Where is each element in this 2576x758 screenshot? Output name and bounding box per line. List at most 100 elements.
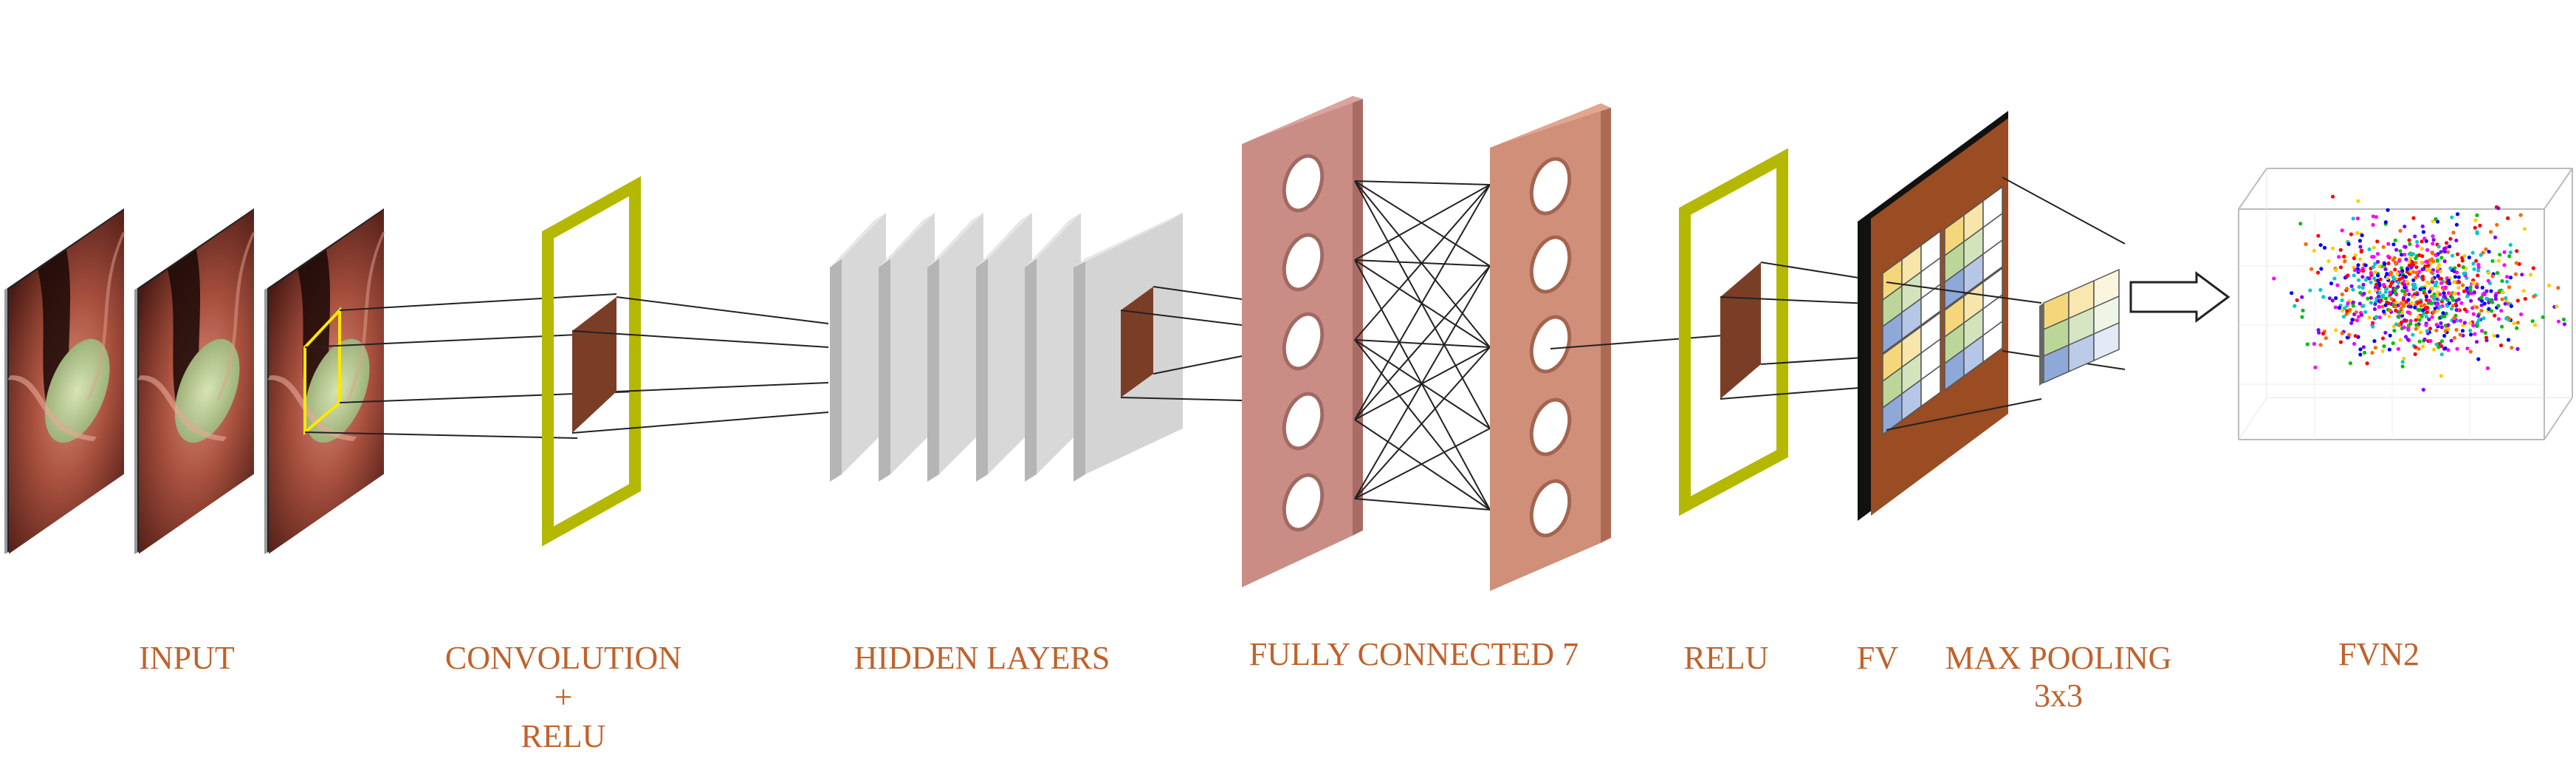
scatter-point [2369, 301, 2374, 305]
scatter-point [2385, 276, 2390, 280]
scatter-point [2424, 294, 2429, 299]
scatter-point [2357, 239, 2363, 243]
scatter-point [2355, 231, 2360, 235]
scatter-point [2468, 349, 2473, 354]
scatter-point [2496, 317, 2501, 321]
scatter-point [2383, 267, 2388, 271]
scatter-point [2383, 330, 2388, 335]
scatter-point [2346, 273, 2350, 278]
input-image-1 [4, 208, 124, 554]
scatter-point [2434, 216, 2438, 222]
scatter-point [2342, 254, 2346, 259]
scatter-point [2438, 304, 2442, 309]
scatter-point [2415, 244, 2419, 248]
scatter-point [2492, 333, 2496, 338]
scatter-point [2376, 273, 2380, 278]
scatter-point [2431, 347, 2436, 352]
scatter-point [2439, 325, 2444, 330]
scatter-point [2496, 206, 2501, 211]
scatter-point [2316, 233, 2321, 238]
scatter-point [2456, 291, 2461, 296]
scatter-point [2373, 285, 2377, 290]
scatter-point [2367, 315, 2371, 320]
scatter-point [2446, 323, 2450, 327]
scatter-point [2449, 338, 2453, 343]
scatter-point [2474, 259, 2479, 263]
scatter-point [2347, 332, 2352, 337]
scatter-point [2382, 344, 2386, 349]
scatter-point [2430, 270, 2434, 275]
scatter-point [2383, 296, 2388, 301]
scatter-point [2340, 308, 2345, 313]
scatter-point [2338, 340, 2343, 344]
scatter-point [2479, 298, 2484, 303]
scatter-point [2414, 265, 2419, 270]
scatter-point [2323, 336, 2328, 341]
scatter-point [2449, 307, 2453, 311]
scatter-point [2389, 297, 2394, 301]
scatter-point [2449, 292, 2453, 296]
scatter-point [2354, 310, 2358, 315]
scatter-point [2323, 245, 2327, 250]
scatter-point [2448, 245, 2452, 249]
scatter-point [2407, 292, 2411, 296]
scatter-point [2349, 321, 2354, 325]
scatter-point [2456, 275, 2461, 279]
scatter-point [2532, 294, 2536, 298]
scatter-point [2402, 225, 2407, 229]
scatter-point [2499, 309, 2504, 313]
scatter-point [2391, 242, 2396, 247]
scatter-point [2394, 308, 2398, 313]
scatter-point [2508, 242, 2513, 247]
scatter-point [2469, 298, 2473, 303]
scatter-point [2388, 290, 2392, 295]
scatter-point [2402, 325, 2406, 330]
scatter-point [2362, 291, 2366, 296]
scatter-point [2439, 374, 2443, 378]
scatter-point [2523, 296, 2527, 301]
scatter-point [2431, 259, 2436, 264]
scatter-point [2504, 296, 2508, 301]
scatter-point [2402, 253, 2407, 257]
scatter-point [2360, 275, 2365, 279]
scatter-point [2443, 329, 2448, 333]
scatter-point [2424, 323, 2428, 327]
scatter-point [2530, 319, 2535, 324]
scatter-point [2520, 273, 2524, 277]
scatter-point [2421, 312, 2426, 316]
scatter-point [2352, 256, 2356, 261]
scatter-point [2454, 238, 2459, 243]
hidden-layers-stack [830, 213, 1183, 482]
scatter-point [2408, 318, 2413, 323]
scatter-point [2424, 314, 2428, 319]
scatter-point [2472, 267, 2476, 271]
scatter-point [2400, 364, 2405, 369]
scatter-point [2496, 304, 2501, 308]
scatter-point [2372, 307, 2377, 311]
scatter-point [2504, 316, 2509, 321]
scatter-point [2404, 335, 2408, 339]
scatter-point [2487, 250, 2491, 254]
input-image-3 [264, 208, 384, 554]
scatter-point [2351, 216, 2355, 221]
scatter-point [2321, 332, 2326, 336]
scatter-point [2453, 291, 2457, 296]
scatter-point [2441, 311, 2445, 315]
scatter-point [2358, 245, 2363, 249]
scatter-point [2485, 366, 2490, 370]
scatter-point [2352, 273, 2356, 278]
scatter-point [2429, 301, 2434, 306]
scatter-point [2344, 312, 2349, 316]
scatter-point [2431, 276, 2435, 281]
scatter-point [2421, 344, 2425, 349]
fully-connected-layer-right [1490, 103, 1611, 591]
scatter-point [2408, 242, 2412, 246]
scatter-point [2457, 280, 2462, 284]
scatter-point [2473, 225, 2477, 230]
scatter-point [2435, 309, 2439, 313]
scatter-point [2329, 281, 2334, 286]
scatter-point [2305, 342, 2309, 346]
scatter-point [2352, 341, 2357, 346]
scatter-point [2510, 346, 2514, 350]
